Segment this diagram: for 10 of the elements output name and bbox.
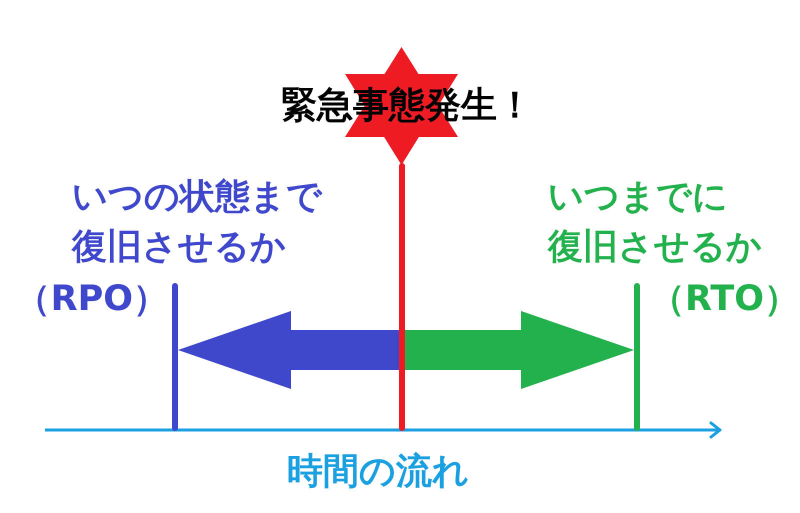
incident-marker-line xyxy=(399,163,405,431)
rto-description: いつまでに復旧させるか xyxy=(548,176,762,269)
rpo-description: いつの状態まで復旧させるか xyxy=(72,176,322,269)
rto-abbreviation: （RTO） xyxy=(650,278,800,321)
axis-label: 時間の流れ xyxy=(287,450,469,494)
block-arrow xyxy=(405,311,634,389)
block-arrow xyxy=(178,311,399,389)
rpo-marker-line xyxy=(172,283,178,431)
rpo-abbreviation: （RPO） xyxy=(16,278,168,321)
rto-marker-line xyxy=(634,283,640,431)
